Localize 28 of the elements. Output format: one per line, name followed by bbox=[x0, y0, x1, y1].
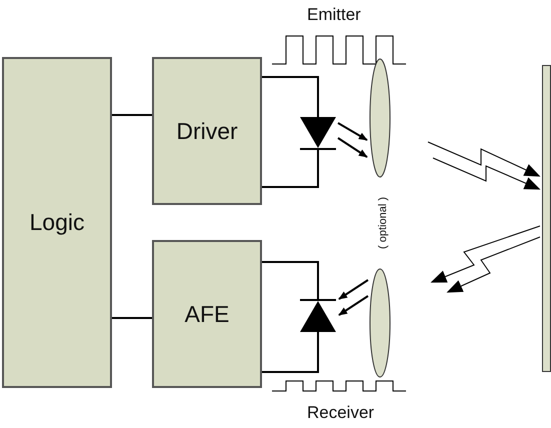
wire bbox=[262, 261, 319, 300]
wire bbox=[112, 114, 152, 116]
light-arrow bbox=[338, 295, 369, 316]
block-box bbox=[152, 240, 262, 388]
block-label: Driver bbox=[176, 118, 238, 144]
photodiode-symbol bbox=[298, 297, 338, 334]
block-label: Logic bbox=[30, 209, 84, 236]
signal-label: Receiver bbox=[307, 403, 374, 423]
lens bbox=[369, 58, 391, 178]
light-arrow bbox=[338, 279, 369, 300]
wire bbox=[262, 150, 319, 188]
wire bbox=[262, 76, 319, 117]
lightning-arrow bbox=[432, 158, 540, 190]
light-arrow bbox=[338, 122, 368, 141]
block-label: AFE bbox=[184, 300, 230, 328]
note-label: ( optional ) bbox=[377, 197, 389, 249]
lens bbox=[369, 268, 391, 378]
reflector-surface bbox=[542, 65, 551, 372]
light-arrow bbox=[337, 137, 368, 158]
signal-label: Emitter bbox=[307, 5, 361, 25]
led-symbol bbox=[298, 115, 338, 152]
wire bbox=[262, 331, 319, 373]
lightning-arrow bbox=[430, 226, 540, 283]
block-box bbox=[152, 57, 262, 205]
block-box bbox=[2, 57, 112, 388]
lightning-arrow bbox=[446, 236, 540, 293]
lightning-arrow bbox=[428, 142, 540, 177]
wire bbox=[112, 317, 152, 319]
